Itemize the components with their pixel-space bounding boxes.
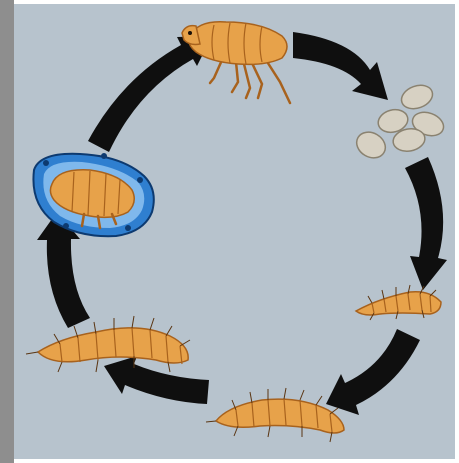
cocoon-bead (101, 153, 107, 159)
adult-flea-eye (188, 31, 192, 35)
cocoon-bead (43, 160, 49, 166)
cocoon-bead (125, 225, 131, 231)
cocoon-bead (137, 177, 143, 183)
cocoon-bead (63, 223, 69, 229)
left-frame-bar (0, 0, 14, 463)
